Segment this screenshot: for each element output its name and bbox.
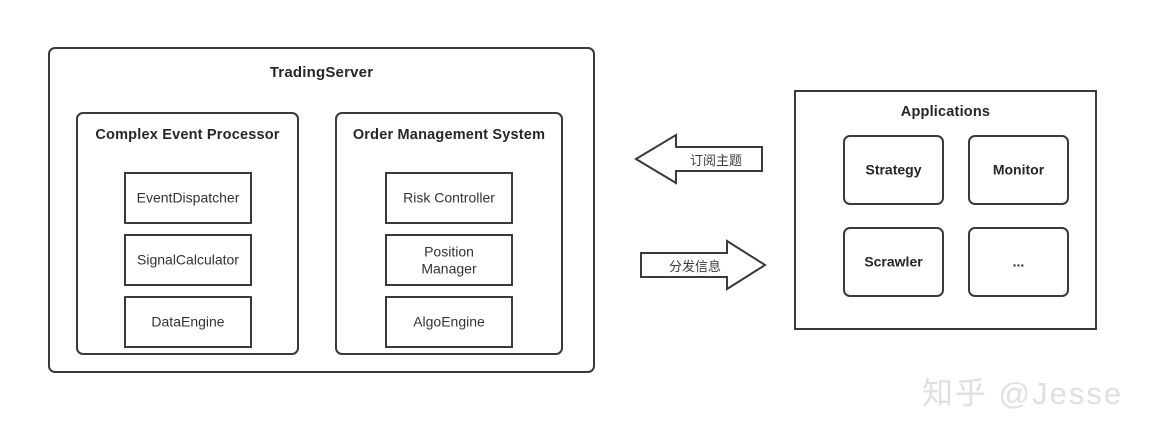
application-label: ... bbox=[1012, 253, 1025, 270]
arrow-distribute-info: 分发信息 bbox=[639, 238, 767, 292]
trading-server-title: TradingServer bbox=[269, 64, 374, 81]
component-label: Risk Controller bbox=[403, 189, 495, 206]
arrow-subscribe-topic: 订阅主题 bbox=[634, 133, 764, 185]
arrow-subscribe-label: 订阅主题 bbox=[689, 153, 742, 168]
component-label: EventDispatcher bbox=[136, 189, 240, 206]
component-event-dispatcher: EventDispatcher bbox=[124, 172, 252, 224]
application-label: Monitor bbox=[992, 161, 1045, 178]
left-arrow-shape bbox=[634, 133, 763, 185]
applications-title: Applications bbox=[900, 104, 991, 120]
complex-event-processor-group: Complex Event Processor EventDispatcher … bbox=[76, 112, 299, 355]
component-signal-calculator: SignalCalculator bbox=[124, 234, 252, 286]
applications-container: Applications Strategy Monitor Scrawler .… bbox=[794, 90, 1097, 330]
trading-server-container: TradingServer Complex Event Processor Ev… bbox=[48, 47, 595, 373]
component-data-engine: DataEngine bbox=[124, 296, 252, 348]
application-label: Scrawler bbox=[864, 253, 923, 270]
application-scrawler: Scrawler bbox=[843, 227, 944, 297]
component-label: AlgoEngine bbox=[413, 313, 485, 330]
component-label: SignalCalculator bbox=[137, 251, 239, 268]
order-management-system-group: Order Management System Risk Controller … bbox=[335, 112, 563, 355]
arrow-distribute-label: 分发信息 bbox=[668, 259, 721, 274]
watermark: 知乎 @Jesse bbox=[922, 376, 1124, 411]
application-strategy: Strategy bbox=[843, 135, 944, 205]
right-arrow-shape bbox=[640, 239, 767, 291]
component-label: DataEngine bbox=[151, 313, 225, 330]
component-algo-engine: AlgoEngine bbox=[385, 296, 513, 348]
component-risk-controller: Risk Controller bbox=[385, 172, 513, 224]
complex-event-processor-title: Complex Event Processor bbox=[95, 127, 280, 143]
application-label: Strategy bbox=[865, 161, 922, 178]
application-more: ... bbox=[968, 227, 1069, 297]
application-monitor: Monitor bbox=[968, 135, 1069, 205]
order-management-system-title: Order Management System bbox=[352, 127, 546, 143]
